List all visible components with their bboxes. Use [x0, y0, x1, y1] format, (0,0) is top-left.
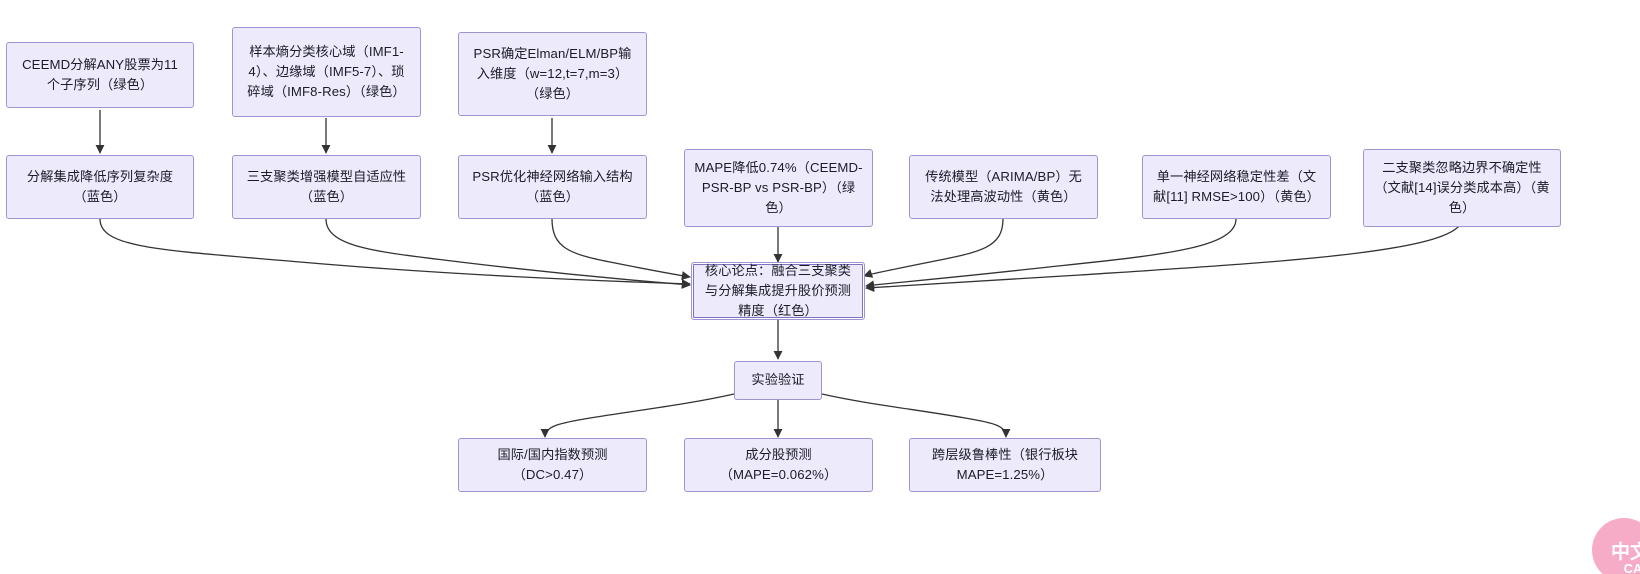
- node-reduce-complexity[interactable]: 分解集成降低序列复杂度（蓝色）: [6, 155, 194, 219]
- edge-n6-core: [551, 218, 691, 281]
- node-experiment-validation[interactable]: 实验验证: [734, 361, 822, 400]
- node-result-constituent-stock[interactable]: 成分股预测（MAPE=0.062%）: [684, 438, 873, 492]
- watermark-subtext: CA: [1623, 560, 1640, 574]
- node-label: 分解集成降低序列复杂度（蓝色）: [26, 168, 174, 204]
- node-two-way-clustering-limit[interactable]: 二支聚类忽略边界不确定性（文献[14]误分类成本高）（黄色）: [1363, 149, 1561, 227]
- node-mape-improvement[interactable]: MAPE降低0.74%（CEEMD-PSR-BP vs PSR-BP）（绿色）: [684, 149, 873, 227]
- node-label: 三支聚类增强模型自适应性（蓝色）: [246, 168, 407, 204]
- watermark-badge: 中文 CA: [1592, 518, 1640, 574]
- node-label: 二支聚类忽略边界不确定性（文献[14]误分类成本高）（黄色）: [1374, 159, 1550, 216]
- edge-n4-core: [99, 218, 691, 289]
- node-label: MAPE降低0.74%（CEEMD-PSR-BP vs PSR-BP）（绿色）: [694, 159, 863, 216]
- edge-exp-r3: [821, 393, 1011, 438]
- node-psr-input-dimension[interactable]: PSR确定Elman/ELM/BP输入维度（w=12,t=7,m=3）（绿色）: [458, 32, 647, 116]
- node-label: 跨层级鲁棒性（银行板块MAPE=1.25%）: [931, 446, 1079, 482]
- edge-exp-r1: [540, 393, 735, 438]
- edge-n10-core: [865, 218, 1463, 292]
- node-sample-entropy-classify[interactable]: 样本熵分类核心域（IMF1-4）、边缘域（IMF5-7）、琐碎域（IMF8-Re…: [232, 27, 421, 117]
- node-psr-optimize-nn-input[interactable]: PSR优化神经网络输入结构（蓝色）: [458, 155, 647, 219]
- edge-n9-core: [865, 218, 1237, 290]
- node-result-cross-level-robustness[interactable]: 跨层级鲁棒性（银行板块MAPE=1.25%）: [909, 438, 1101, 492]
- node-three-way-clustering-adaptive[interactable]: 三支聚类增强模型自适应性（蓝色）: [232, 155, 421, 219]
- node-label: 单一神经网络稳定性差（文献[11] RMSE>100）（黄色）: [1153, 168, 1320, 204]
- node-label: 样本熵分类核心域（IMF1-4）、边缘域（IMF5-7）、琐碎域（IMF8-Re…: [247, 43, 406, 100]
- node-label: PSR优化神经网络输入结构（蓝色）: [472, 168, 633, 204]
- node-traditional-model-limit[interactable]: 传统模型（ARIMA/BP）无法处理高波动性（黄色）: [909, 155, 1098, 219]
- watermark-text: 中文: [1610, 541, 1640, 563]
- node-label: PSR确定Elman/ELM/BP输入维度（w=12,t=7,m=3）（绿色）: [473, 45, 632, 102]
- node-label: 核心论点：融合三支聚类与分解集成提升股价预测精度（红色）: [704, 262, 852, 319]
- node-core-thesis[interactable]: 核心论点：融合三支聚类与分解集成提升股价预测精度（红色）: [691, 262, 865, 320]
- node-label: 传统模型（ARIMA/BP）无法处理高波动性（黄色）: [925, 168, 1082, 204]
- node-label: CEEMD分解ANY股票为11个子序列（绿色）: [22, 56, 178, 92]
- node-label: 成分股预测（MAPE=0.062%）: [719, 446, 838, 482]
- node-label: 实验验证: [751, 372, 805, 388]
- node-single-nn-instability[interactable]: 单一神经网络稳定性差（文献[11] RMSE>100）（黄色）: [1142, 155, 1331, 219]
- node-result-index-prediction[interactable]: 国际/国内指数预测（DC>0.47）: [458, 438, 647, 492]
- edge-n5-core: [325, 218, 691, 289]
- node-label: 国际/国内指数预测（DC>0.47）: [497, 446, 608, 482]
- node-ceemd-decompose[interactable]: CEEMD分解ANY股票为11个子序列（绿色）: [6, 42, 194, 108]
- edge-n8-core: [863, 218, 1004, 278]
